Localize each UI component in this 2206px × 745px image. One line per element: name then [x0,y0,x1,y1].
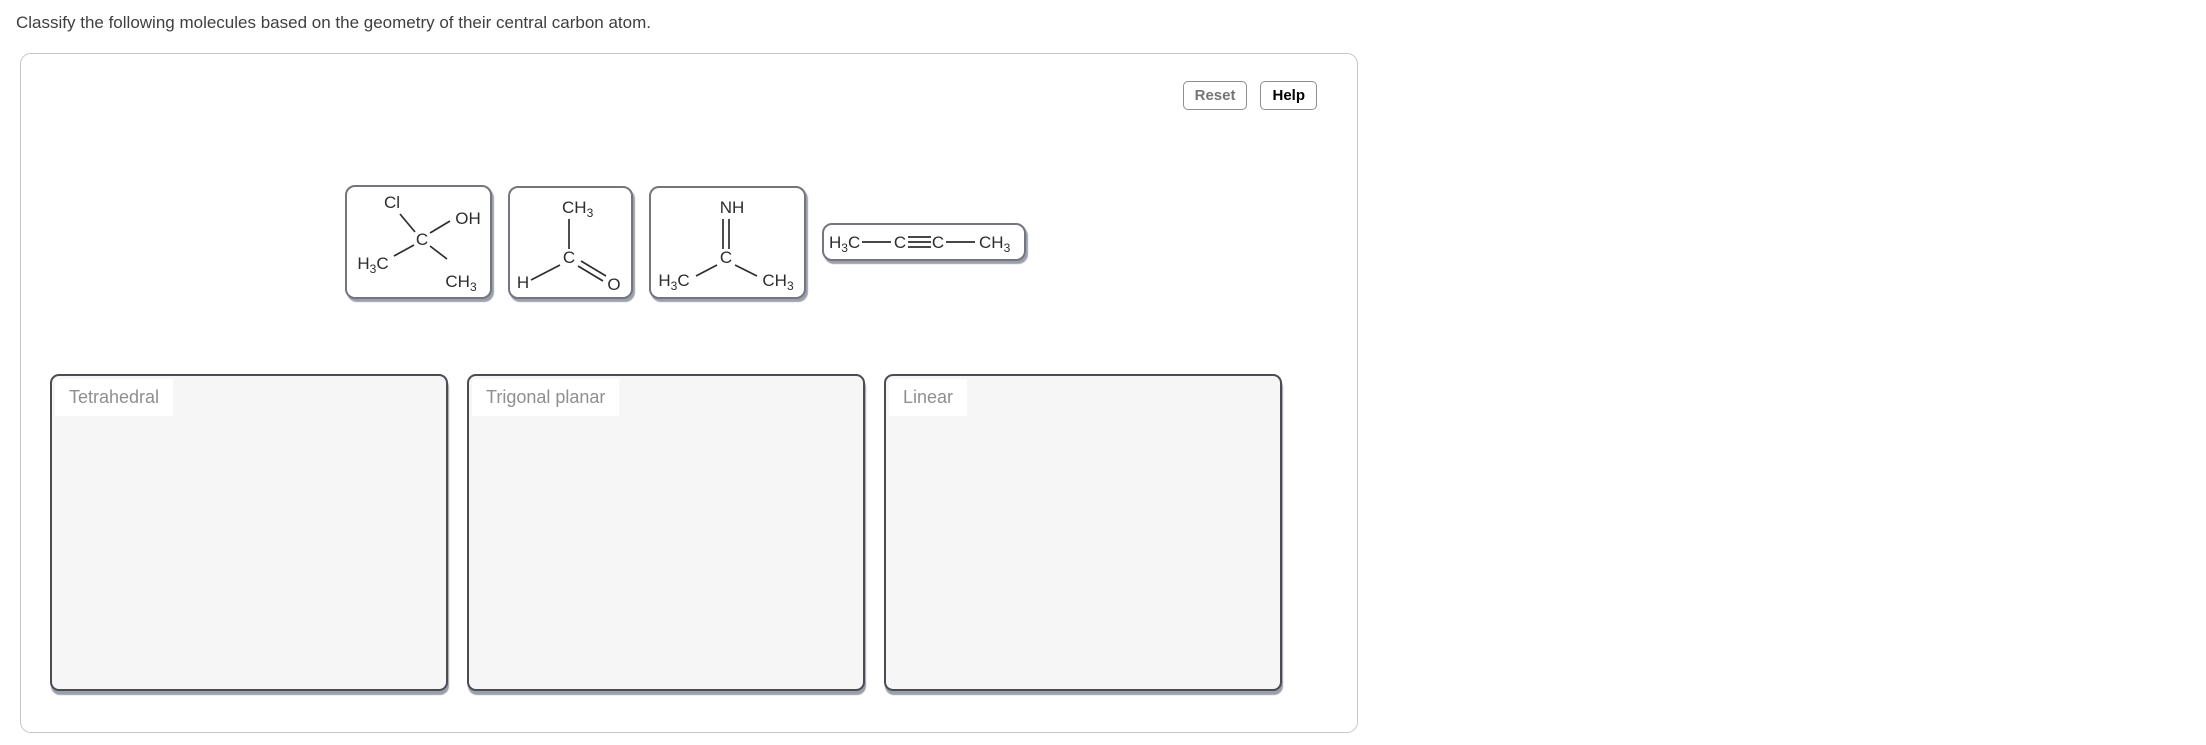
bond-line [399,213,416,233]
atom-label: NH [720,198,745,217]
bin-tetrahedral[interactable]: Tetrahedral [50,374,448,691]
bond-line [429,245,448,260]
atom-label: H [517,273,529,292]
bond-line [393,244,415,257]
atom-label: H3C [357,254,388,276]
atom-label: Cl [384,193,400,212]
reset-button[interactable]: Reset [1182,81,1248,110]
atom-label: H3C [658,271,689,293]
bin-label-trigonal-planar: Trigonal planar [472,379,620,416]
atom-label: C [932,233,944,252]
molecule-card-butyne[interactable]: H3C C C CH3 [822,223,1026,261]
atom-label: C [563,248,575,267]
molecule-card-propanimine[interactable]: NH C H3C CH3 [649,185,806,299]
bin-trigonal-planar[interactable]: Trigonal planar [467,374,865,691]
atom-label: CH3 [562,198,594,220]
bond-line [577,264,604,282]
toolbar: Reset Help [1182,81,1317,110]
bond-line [580,259,607,277]
bin-linear[interactable]: Linear [884,374,1282,691]
bin-label-linear: Linear [889,379,968,416]
molecule-structure: NH C H3C CH3 [658,198,794,293]
atom-label: OH [455,209,481,228]
atom-label: C [416,230,428,249]
category-bins-row: Tetrahedral Trigonal planar Linear [50,374,1282,691]
atom-label: CH3 [445,272,477,294]
bond-line [734,263,758,277]
bin-label-tetrahedral: Tetrahedral [55,379,174,416]
atom-label: H3C [829,233,860,255]
atom-label: O [607,275,620,294]
atom-label: C [894,233,906,252]
atom-label: CH3 [979,233,1011,255]
bond-line [429,220,451,234]
bond-line [695,263,718,277]
bond-line [530,263,561,281]
help-button[interactable]: Help [1260,81,1317,110]
molecule-structure: H3C C C CH3 [829,233,1011,255]
atom-label: C [720,248,732,267]
instruction-text: Classify the following molecules based o… [16,13,651,32]
atom-label: CH3 [762,271,794,293]
